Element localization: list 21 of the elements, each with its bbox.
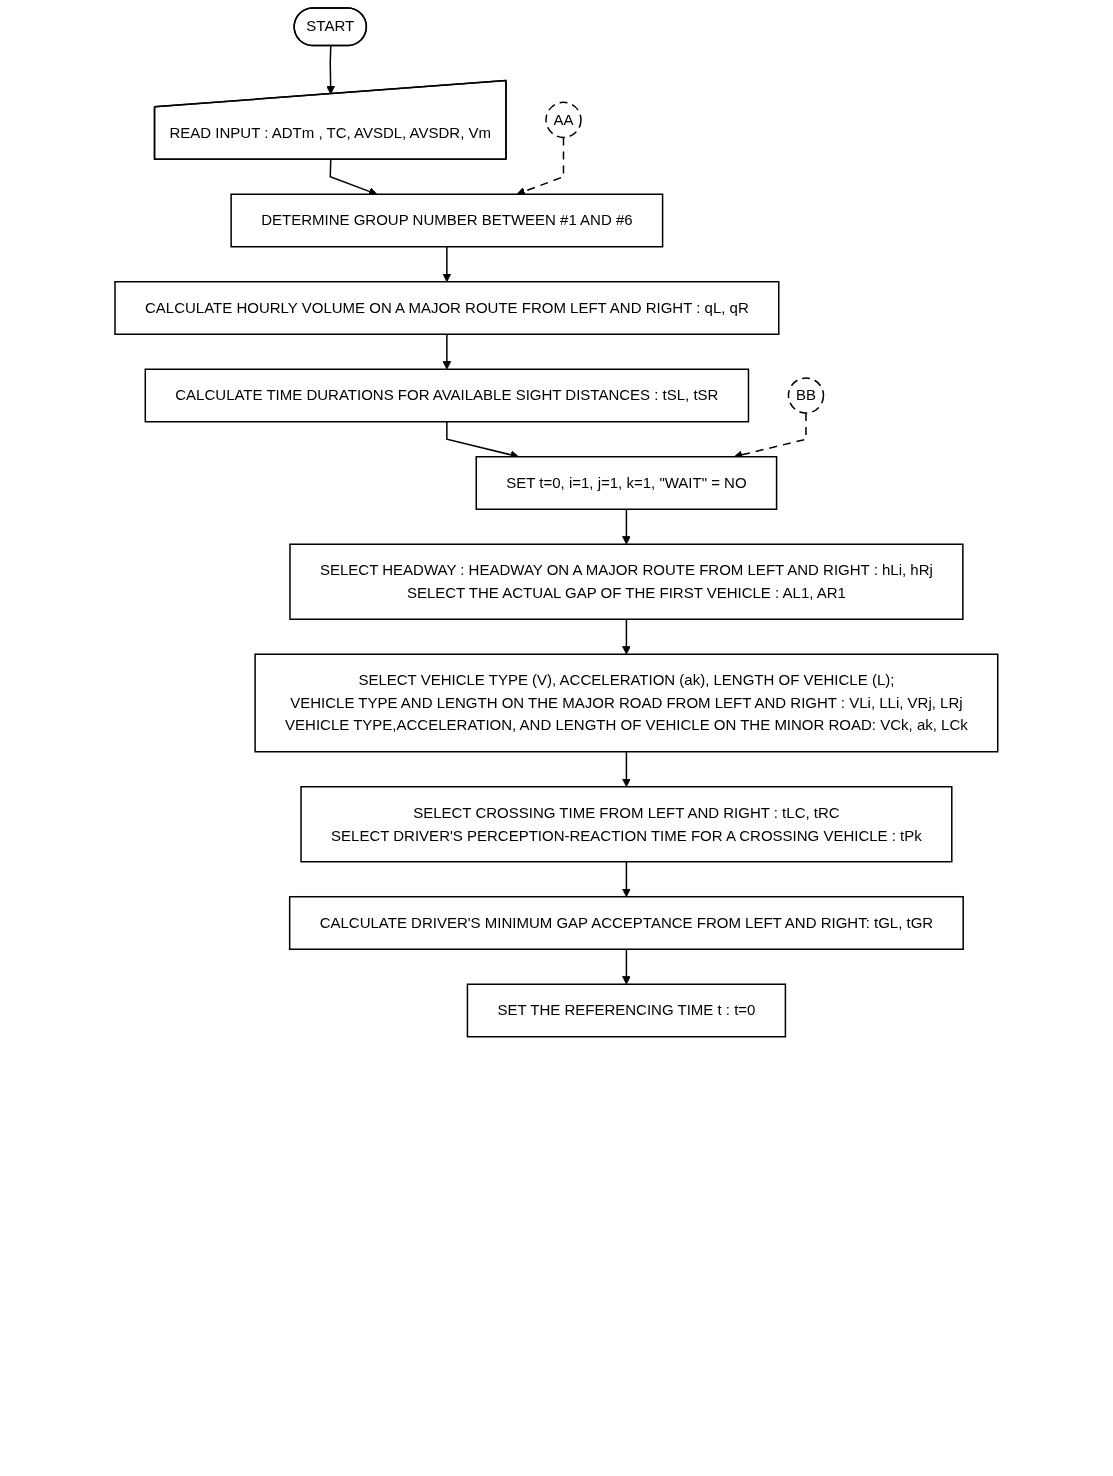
arrow: [326, 45, 336, 95]
arrow: [622, 618, 631, 655]
node-box: SELECT CROSSING TIME FROM LEFT AND RIGHT : tLC, tRC SELECT DRIVER'S PERCEPTION-REACTION TIME FOR A CROSSING VEHICLE : tPk: [300, 786, 953, 863]
arrow: [622, 948, 631, 985]
node-box: SET t=0, i=1, j=1, k=1, "WAIT" = NO: [475, 456, 778, 510]
node-box: SET THE REFERENCING TIME t : t=0: [466, 983, 787, 1038]
node-box: CALCULATE TIME DURATIONS FOR AVAILABLE SIGHT DISTANCES : tSL, tSR: [144, 368, 750, 423]
arrow: [442, 333, 452, 370]
node-circle: AA: [545, 101, 582, 139]
arrow: [622, 751, 631, 788]
node-box: CALCULATE DRIVER'S MINIMUM GAP ACCEPTANCE FROM LEFT AND RIGHT: tGL, tGR: [289, 896, 965, 950]
node-circle: BB: [787, 377, 825, 414]
arrow: [329, 159, 378, 196]
arrow: [622, 861, 631, 898]
arrow: [622, 508, 631, 545]
node-box: SELECT HEADWAY : HEADWAY ON A MAJOR ROUTE FROM LEFT AND RIGHT : hLi, hRj SELECT THE ACTUAL GAP OF THE FIRST VEHICLE : AL1, AR1: [289, 543, 964, 620]
node-box: CALCULATE HOURLY VOLUME ON A MAJOR ROUTE FROM LEFT AND RIGHT : qL, qR: [114, 281, 780, 335]
node-box: SELECT VEHICLE TYPE (V), ACCELERATION (ak), LENGTH OF VEHICLE (L); VEHICLE TYPE AND LENGTH ON THE MAJOR ROAD FROM LEFT AND RIGHT : VLi, LLi, VRj, LRj VEHICLE TYPE,ACCELERATION, AND LENGTH OF VEHICLE ON THE MINOR ROAD: VCk, ak, LCk: [254, 653, 999, 753]
arrow: [442, 246, 452, 283]
arrow: [516, 136, 565, 196]
node-box: DETERMINE GROUP NUMBER BETWEEN #1 AND #6: [230, 193, 664, 248]
